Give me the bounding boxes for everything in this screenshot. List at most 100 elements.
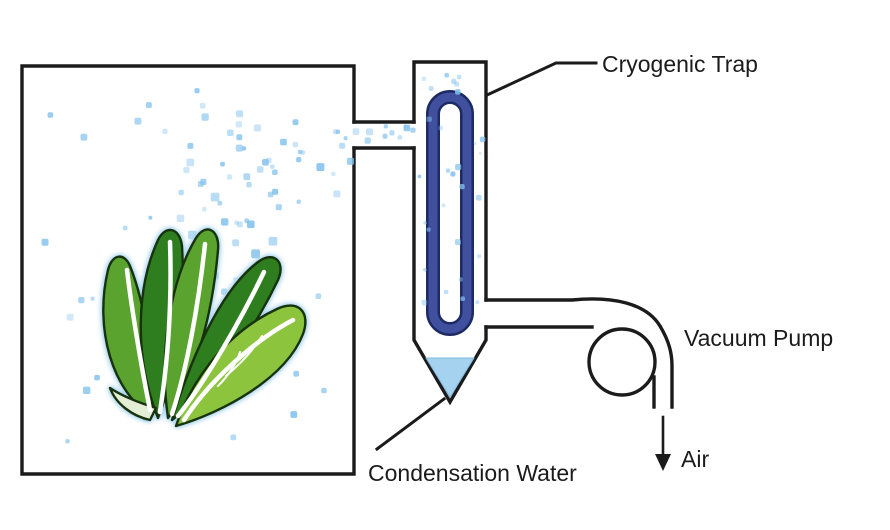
pump-circle: [587, 327, 657, 397]
cooling-coil: [426, 90, 474, 336]
lettuce-illustration: [102, 228, 307, 428]
vapor-dot: [122, 225, 128, 231]
vapor-dot: [201, 113, 209, 121]
vapor-dot: [290, 411, 298, 418]
vapor-dot: [247, 220, 255, 229]
vapor-dot: [456, 74, 462, 80]
vapor-dot: [403, 124, 411, 132]
vapor-dot: [445, 168, 451, 173]
vapor-dot: [220, 161, 225, 167]
vapor-dot: [272, 188, 279, 195]
vapor-dot: [421, 76, 426, 81]
vapor-dot: [451, 78, 457, 84]
vapor-dot: [253, 124, 261, 132]
vapor-dot: [262, 159, 269, 166]
vapor-dot: [410, 127, 416, 133]
vapor-dot: [383, 124, 388, 129]
vapor-dot: [243, 173, 251, 181]
vapor-dot: [477, 254, 482, 259]
vapor-dot: [297, 149, 303, 155]
vapor-dot: [382, 133, 388, 139]
vapor-dot: [236, 221, 243, 228]
vacuum-pump-label: Vacuum Pump: [684, 325, 833, 351]
vapor-dot: [352, 128, 360, 135]
vapor-dot: [417, 174, 422, 179]
vapor-dot: [473, 142, 477, 146]
vapor-dot: [178, 189, 184, 196]
vapor-dot: [162, 128, 168, 134]
vapor-dot: [458, 277, 463, 282]
vapor-dot: [397, 135, 403, 140]
condensation-water-label: Condensation Water: [368, 460, 577, 486]
vacuum-chamber: [20, 64, 356, 476]
vapor-dot: [94, 374, 100, 381]
vapor-dot: [78, 297, 85, 304]
air-arrow: [655, 415, 671, 471]
vapor-dot: [256, 166, 264, 173]
vapor-dot: [366, 128, 373, 136]
vapor-dot: [423, 221, 427, 225]
vapor-dot: [145, 102, 152, 108]
vapor-dot: [292, 141, 299, 148]
vapor-dot: [280, 138, 287, 146]
vapor-dot: [389, 130, 395, 136]
vapor-dot: [241, 146, 247, 151]
vapor-dot: [236, 134, 243, 141]
vapor-dot: [450, 171, 456, 177]
vapor-dot: [426, 116, 432, 122]
vapor-dot: [80, 133, 88, 141]
vapor-dot: [364, 137, 371, 144]
vapor-dot: [454, 239, 461, 246]
vapor-dot: [421, 299, 428, 306]
vapor-dot: [333, 190, 341, 198]
vapor-dot: [66, 313, 74, 321]
vapor-dot: [272, 169, 278, 175]
air-label: Air: [681, 446, 709, 472]
vapor-dot: [194, 88, 200, 94]
vapor-dot: [235, 121, 242, 128]
vapor-dot: [83, 386, 91, 394]
vapor-dot: [455, 89, 461, 95]
vapor-dot: [227, 129, 234, 136]
vapor-dot: [90, 296, 95, 301]
vapor-dot: [347, 157, 355, 165]
vapor-dot: [478, 152, 482, 155]
vapor-dot: [296, 199, 301, 204]
vapor-dot: [251, 249, 260, 259]
cryogenic-trap-body: [412, 60, 488, 406]
vapor-dot: [459, 184, 465, 190]
vapor-dot: [221, 218, 229, 226]
vapor-dot: [460, 296, 465, 301]
pump-scroll-line: [484, 297, 674, 409]
vapor-dot: [176, 214, 185, 223]
vapor-dot: [134, 117, 142, 125]
vapor-dot: [292, 119, 299, 126]
vapor-dot: [47, 112, 54, 118]
vapor-dot: [65, 439, 70, 444]
vapor-dot: [188, 230, 197, 240]
vapor-dot: [226, 174, 233, 180]
vapor-dot: [236, 110, 244, 118]
vapor-dot: [230, 434, 237, 441]
vapor-dot: [183, 166, 190, 174]
condensation-water-leader-line: [374, 396, 447, 452]
vapor-dot: [475, 300, 480, 305]
vapor-dot: [234, 220, 239, 225]
vapor-dot: [187, 142, 194, 149]
cryogenic-trap-leader-line: [485, 61, 598, 97]
vapor-dot: [268, 236, 278, 246]
vapor-dot: [41, 238, 49, 246]
vacuum-pump: [484, 297, 674, 409]
vapor-dot: [339, 142, 346, 149]
vapor-dot: [296, 157, 302, 163]
vapor-dot: [441, 203, 446, 208]
vapor-dot: [235, 144, 243, 152]
vapor-dot: [246, 181, 252, 188]
vapor-dot: [267, 191, 274, 198]
vapor-dot: [275, 204, 282, 211]
vapor-dot: [475, 194, 482, 201]
vapor-dot: [426, 227, 431, 232]
vapor-dot: [423, 267, 427, 272]
vapor-dot: [148, 215, 153, 220]
